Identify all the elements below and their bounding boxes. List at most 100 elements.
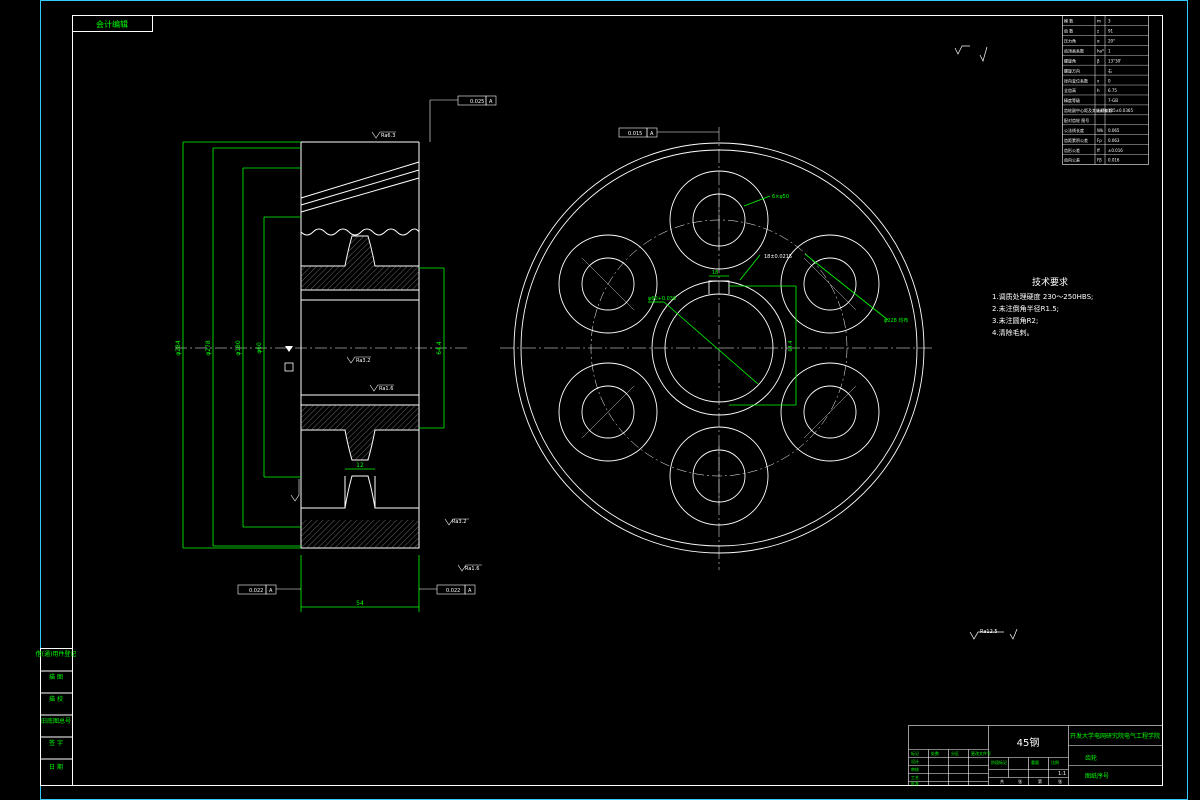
- param-value: 0.065: [1108, 128, 1120, 133]
- hatch-upper: [301, 236, 419, 290]
- section-dim-labels: φ284 φ278 φ180 φ60 64.4 54 12: [175, 340, 443, 607]
- param-symbol: ha*: [1097, 48, 1104, 53]
- datum-marker: [284, 346, 294, 372]
- param-value: 13°30': [1108, 58, 1121, 63]
- param-symbol: Wk: [1097, 128, 1104, 133]
- param-value: 7-GB: [1108, 98, 1118, 103]
- side-strip-label: 描 图: [49, 673, 63, 681]
- hatch-lower: [301, 405, 419, 460]
- param-name: 齿轮副中心距及其极限偏差: [1064, 107, 1112, 113]
- param-value: 20°: [1108, 39, 1115, 44]
- roughness-face2: Ra1.6: [465, 566, 479, 572]
- param-value: 6.75: [1108, 88, 1117, 93]
- section-dimensions: [182, 141, 445, 612]
- sheet-label: 第: [1038, 778, 1042, 784]
- school-name: 开发大学电网研究院电气工程学院: [1070, 732, 1160, 740]
- gdt-front-datum: A: [650, 131, 654, 137]
- dim-key-width: 18: [712, 270, 718, 276]
- dim-key-callout: 18±0.0215: [764, 254, 792, 260]
- param-name: 精度等级: [1064, 97, 1080, 103]
- param-name: 齿顶高系数: [1064, 47, 1084, 53]
- gdt-top-value: 0.025: [470, 99, 484, 105]
- outer-frame: [40, 0, 1188, 800]
- sheet-label: 张: [1018, 778, 1022, 784]
- param-symbol: h: [1097, 88, 1100, 93]
- dim-hole-callout: 6×φ50: [772, 194, 789, 200]
- side-strip-label: 日 期: [49, 763, 63, 771]
- param-value: 0.016: [1108, 158, 1120, 163]
- param-name: 配对齿轮 图号: [1064, 117, 1089, 123]
- param-name: 齿向公差: [1064, 157, 1080, 163]
- col-header: 处数: [931, 750, 939, 756]
- hole-5: [558, 362, 658, 462]
- inner-frame: [72, 15, 1163, 786]
- col-header: 分区: [951, 750, 959, 756]
- param-value: 185±0.0365: [1108, 108, 1133, 113]
- side-strip: 借(通)用件登记 描 图 描 校 旧底图总号 签 字 日 期: [36, 648, 77, 786]
- gdt-left-datum: A: [269, 588, 273, 594]
- gdt-right-datum: A: [468, 588, 472, 594]
- dim-key-depth: 64.4: [436, 341, 443, 355]
- gdt-right-bottom: [419, 584, 476, 595]
- param-name: 模 数: [1064, 18, 1073, 24]
- row-label: 批准: [911, 780, 919, 786]
- gdt-front: [618, 127, 719, 138]
- dim-bore-dia: φ60: [256, 342, 263, 354]
- roughness-bore: Ra1.6: [379, 386, 393, 392]
- row-label: 审核: [911, 766, 919, 772]
- title-block: [908, 725, 1163, 786]
- param-name: 螺旋方向: [1064, 67, 1080, 73]
- gdt-left-value: 0.022: [249, 588, 263, 594]
- gdt-top-datum: A: [489, 99, 493, 105]
- scale: 1:1: [1058, 771, 1066, 777]
- dim-hub-dim: 64.4: [788, 340, 794, 351]
- sheet-label: 共: [1000, 778, 1004, 784]
- param-value: 0: [1108, 78, 1111, 83]
- dim-pitch-callout: φ228 均布: [884, 317, 908, 324]
- side-strip-label: 借(通)用件登记: [36, 650, 77, 658]
- side-strip-label: 描 校: [49, 695, 63, 703]
- section-view: [175, 141, 470, 549]
- row-label: 工艺: [911, 775, 919, 780]
- hole-2: [780, 234, 880, 334]
- dim-width: 54: [356, 600, 364, 607]
- dim-outer-dia: φ284: [175, 340, 182, 356]
- stage-header: 阶段标记: [991, 759, 1007, 765]
- gdt-right-value: 0.022: [446, 588, 460, 594]
- roughness-face: Ra3.2: [452, 519, 466, 525]
- stage-header: 比例: [1051, 759, 1059, 765]
- param-name: 公法线长度: [1064, 127, 1084, 133]
- roughness-top-right: [954, 45, 988, 62]
- top-left-label: 会计编辑: [96, 19, 128, 29]
- dim-tip-dia: φ278: [205, 340, 212, 356]
- param-symbol: a±fa: [1097, 108, 1107, 113]
- roughness-main: Ra12.5: [980, 629, 998, 635]
- drawing-name: 齿轮: [1085, 754, 1097, 762]
- param-value: 1: [1108, 48, 1111, 53]
- sheet-label: 张: [1058, 778, 1062, 784]
- gdt-left-bottom: [237, 584, 301, 595]
- param-symbol: Fp: [1097, 138, 1102, 143]
- hatch-bottom: [301, 520, 419, 548]
- gdt-top: [429, 95, 497, 142]
- side-strip-label: 旧底图总号: [41, 717, 71, 725]
- gdt-front-value: 0.015: [628, 131, 642, 137]
- dim-hub-dia: φ180: [235, 340, 242, 356]
- title-block-text: 45钢 开发大学电网研究院电气工程学院 齿轮 图纸序号 1:1 标记 处数 分区…: [911, 732, 1160, 786]
- section-roughness: [290, 131, 482, 572]
- param-value: 0.063: [1108, 138, 1120, 143]
- row-label: 设计: [911, 758, 919, 764]
- tech-item: 2.未注倒角半径R1.5;: [992, 304, 1059, 313]
- tech-requirements: 技术要求 1.调质处理硬度 230～250HBS; 2.未注倒角半径R1.5; …: [992, 276, 1093, 337]
- tech-title: 技术要求: [1032, 276, 1068, 288]
- param-symbol: m: [1097, 19, 1101, 24]
- col-header: 标记: [911, 750, 919, 756]
- param-name: 径向变位系数: [1064, 77, 1088, 83]
- section-roughness-labels: Ra6.3 Ra1.6 Ra3.2 Ra3.2 Ra1.6: [356, 133, 479, 572]
- param-value: ±0.016: [1108, 148, 1123, 153]
- param-symbol: β: [1097, 58, 1100, 63]
- param-symbol: z: [1097, 29, 1099, 34]
- front-dimensions: [648, 195, 889, 406]
